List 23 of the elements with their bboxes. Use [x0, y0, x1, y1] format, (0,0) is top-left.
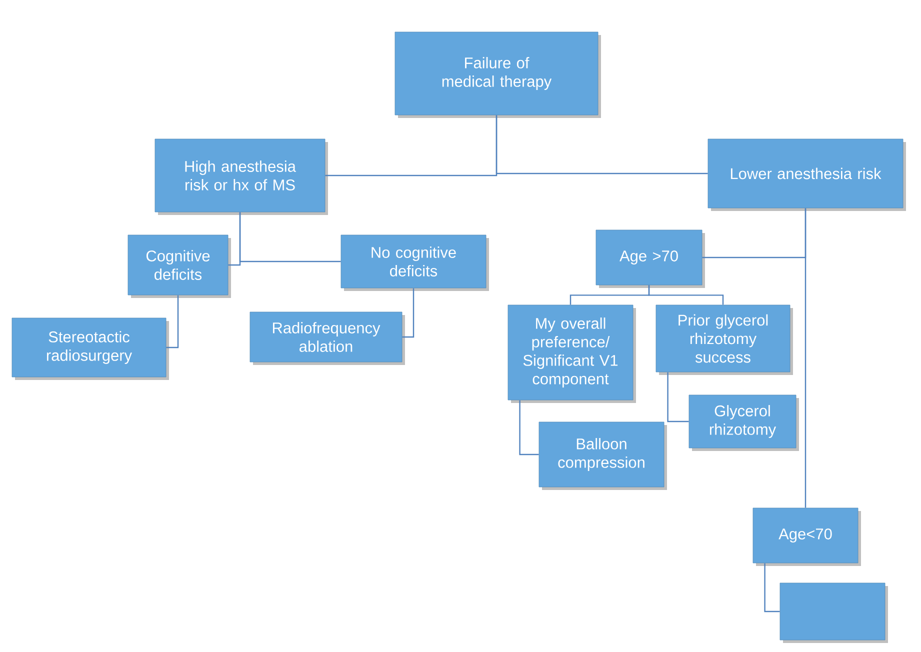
- process-box: Age >70: [596, 230, 705, 288]
- connector: [804, 208, 806, 508]
- connector: [764, 563, 780, 612]
- connector: [166, 295, 179, 348]
- connector: [648, 285, 724, 305]
- connector: [496, 115, 708, 174]
- process-box: Glycerol rhizotomy: [688, 394, 799, 451]
- connector: [519, 400, 539, 456]
- process-box: Failure of medical therapy: [394, 32, 601, 118]
- process-box: Cognitive deficits: [128, 234, 231, 298]
- process-box: Radiofrequency ablation: [250, 312, 405, 365]
- connector: [239, 212, 341, 262]
- connector: [667, 372, 689, 422]
- process-box: Balloon compression: [538, 422, 667, 490]
- empty-box: [780, 582, 888, 643]
- process-box: Lower anesthesia risk: [708, 138, 906, 211]
- process-box: Age<70: [752, 508, 861, 566]
- process-box: No cognitive deficits: [340, 234, 489, 291]
- process-box: Prior glycerol rhizotomy success: [656, 304, 793, 375]
- connector: [402, 288, 414, 338]
- process-box: High anesthesia risk or hx of MS: [154, 138, 328, 215]
- process-box: My overall preference/ Significant V1 component: [508, 304, 636, 403]
- process-box: Stereotactic radiosurgery: [12, 318, 169, 380]
